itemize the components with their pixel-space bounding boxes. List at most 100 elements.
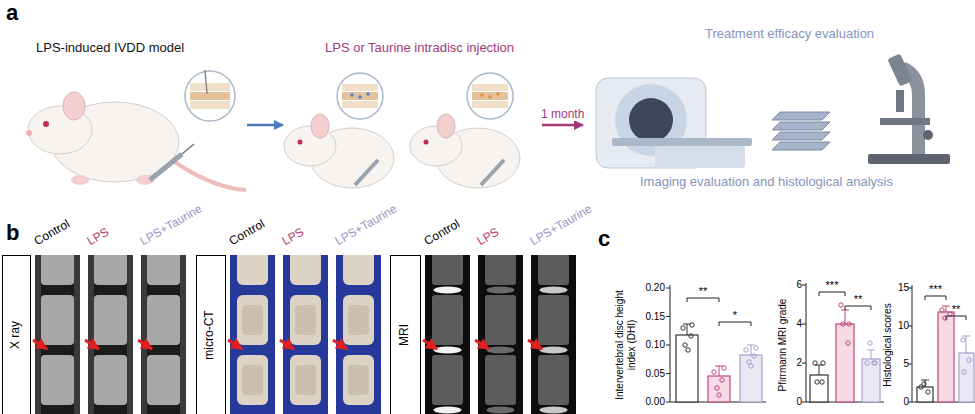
drawing-path xyxy=(946,316,966,320)
drawing-circle xyxy=(480,93,484,97)
drawing-circle xyxy=(821,361,825,365)
drawing-line xyxy=(666,288,670,289)
drawing-line xyxy=(747,345,755,346)
drawing-use xyxy=(540,287,568,414)
drawing-circle xyxy=(722,366,726,370)
drawing-rect xyxy=(190,83,230,91)
drawing-rect xyxy=(880,118,930,125)
bar-chart xyxy=(666,285,766,402)
drawing-ellipse xyxy=(437,114,455,138)
mri-scanner xyxy=(596,78,752,168)
drawing-circle xyxy=(865,361,869,365)
drawing-line xyxy=(280,340,294,349)
histology-slides xyxy=(772,112,830,150)
drawing-path xyxy=(687,298,719,302)
drawing-rect xyxy=(472,92,508,100)
drawing-circle xyxy=(847,322,851,326)
drawing-line xyxy=(966,336,967,353)
axis-title: Pfirrmann MRI grade xyxy=(777,286,789,404)
drawing-polygon xyxy=(772,112,830,120)
drawing-circle xyxy=(467,73,513,119)
stage-panel: LPS-induced IVDD model xyxy=(30,36,245,196)
drawing-g xyxy=(815,365,823,375)
drawing-circle xyxy=(962,370,966,374)
drawing-line xyxy=(921,380,929,381)
drawing-line xyxy=(205,70,207,94)
drawing-rect xyxy=(472,101,508,108)
drawing-line xyxy=(85,340,99,349)
group-label: LPS+Taurine xyxy=(333,202,400,248)
drawing-circle xyxy=(350,93,354,97)
drawing-circle xyxy=(839,303,843,307)
drawing-line xyxy=(942,306,950,307)
drawing-line xyxy=(528,340,542,349)
drawing-rect xyxy=(836,324,854,402)
drawing-line xyxy=(715,366,723,367)
drawing-circle xyxy=(815,380,819,384)
significance-mark: ** xyxy=(946,303,966,316)
drawing-rect xyxy=(655,146,745,168)
drawing-rect xyxy=(612,138,752,146)
drawing-circle xyxy=(43,121,49,127)
drawing-use xyxy=(531,245,576,414)
drawing-line xyxy=(33,340,47,349)
red-arrow xyxy=(33,340,542,349)
stage-panel: Treatment efficacy evaluationImaging eva… xyxy=(585,22,970,200)
drawing-line xyxy=(867,350,875,351)
drawing-g xyxy=(744,346,758,368)
tick-label: 5 xyxy=(895,358,909,370)
drawing-rect xyxy=(342,84,378,91)
drawing-g xyxy=(961,338,971,374)
drawing-rect xyxy=(676,335,698,402)
drawing-use xyxy=(35,245,80,414)
drawing-line xyxy=(802,324,806,325)
drawing-line xyxy=(666,316,670,317)
mouse-illustration xyxy=(284,73,520,188)
significance-mark: ** xyxy=(693,285,713,298)
drawing-ellipse xyxy=(311,114,329,138)
drawing-rect xyxy=(959,353,974,402)
drawing-circle xyxy=(923,130,933,140)
flow-arrow xyxy=(247,124,283,127)
drawing-circle xyxy=(744,348,748,352)
drawing-path xyxy=(845,306,871,310)
group-label: LPS+Taurine xyxy=(138,202,205,248)
tick-label: 0.05 xyxy=(640,368,665,380)
drawing-line xyxy=(819,365,820,375)
drawing-line xyxy=(962,336,970,337)
drawing-use xyxy=(230,245,275,414)
bar-chart xyxy=(802,283,884,402)
drawing-circle xyxy=(712,370,716,374)
drawing-rect xyxy=(342,101,378,108)
drawing-line xyxy=(666,402,670,403)
drawing-circle xyxy=(754,346,758,350)
significance-mark: * xyxy=(725,309,745,322)
panel-letter: c xyxy=(598,226,610,251)
drawing-rect xyxy=(190,101,230,109)
drawing-circle xyxy=(749,364,753,368)
drawing-circle xyxy=(337,73,383,119)
drawing-g xyxy=(802,285,806,402)
drawing-polygon xyxy=(772,142,830,150)
drawing-circle xyxy=(629,98,673,142)
drawing-line xyxy=(423,340,437,349)
drawing-circle xyxy=(961,338,965,342)
drawing-circle xyxy=(488,95,492,99)
stage-text: LPS-induced IVDD model xyxy=(36,40,184,56)
drawing-path xyxy=(719,322,751,326)
drawing-circle xyxy=(715,386,719,390)
drawing-line xyxy=(666,345,670,346)
drawing-circle xyxy=(841,322,845,326)
tick-label: 0 xyxy=(895,396,909,408)
drawing-g xyxy=(712,366,726,397)
group-label: LPS xyxy=(85,226,112,249)
drawing-line xyxy=(687,324,688,335)
drawing-rect xyxy=(342,92,378,100)
drawing-circle xyxy=(720,378,724,382)
drawing-circle xyxy=(424,140,429,145)
drawing-use xyxy=(434,287,462,414)
drawing-ellipse xyxy=(63,92,85,120)
micro-ct-image xyxy=(230,245,381,414)
group-label: Control xyxy=(227,218,267,249)
